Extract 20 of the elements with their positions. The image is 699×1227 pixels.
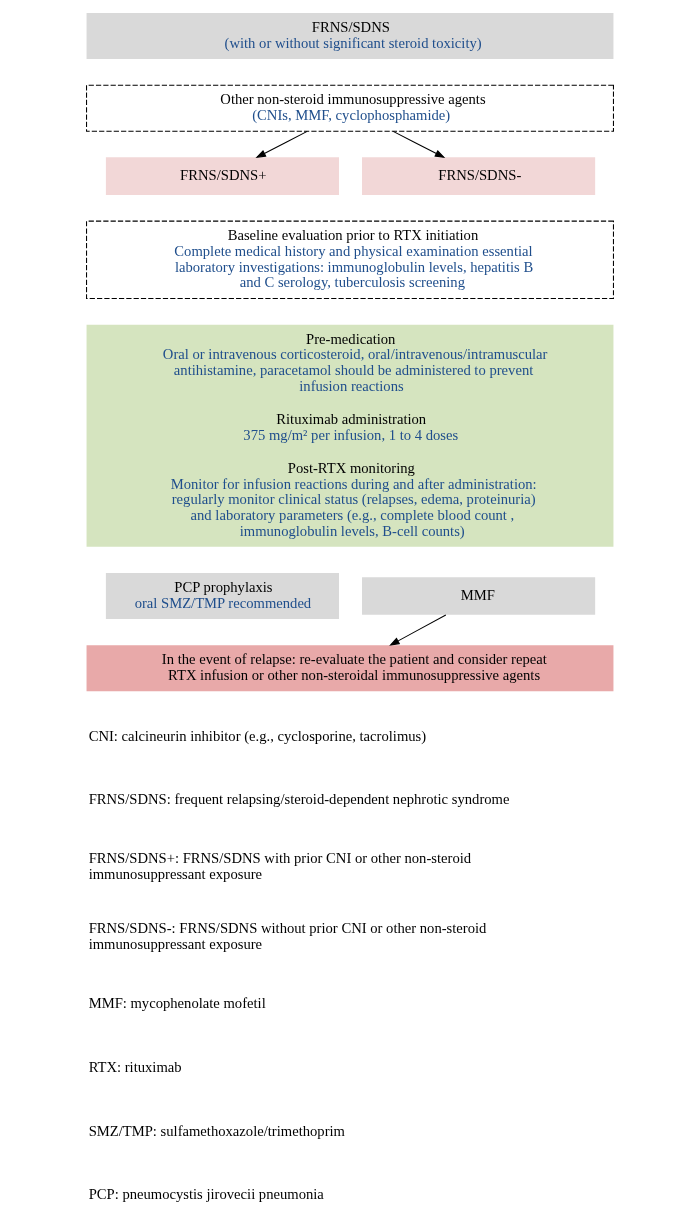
label: RTX: rituximab	[88, 1058, 182, 1075]
label: FRNS/SDNS: frequent relapsing/steroid-dependent nephrotic syndrome	[88, 791, 509, 808]
node-box: Baseline evaluation prior to RTX initiation Complete medical history and physical examination essential laboratory investigations: immunoglobulin levels, hepatitis B and C serology, tuberculosis screening	[85, 220, 614, 300]
node-box: FRNS/SDNS+	[105, 157, 339, 195]
node-box: In the event of relapse: re-evaluate the patient and consider repeat RTX infusion or other non-steroidal immunosuppressive agents	[86, 645, 613, 692]
arrow	[255, 130, 308, 159]
label: CNI: calcineurin inhibitor (e.g., cyclosporine, tacrolimus)	[88, 727, 426, 744]
label: FRNS/SDNS-: FRNS/SDNS without prior CNI or other non-steroid immunosuppressant exposure	[88, 919, 486, 952]
label: MMF: mycophenolate mofetil	[88, 995, 266, 1012]
label: PCP: pneumocystis jirovecii pneumonia	[88, 1186, 324, 1203]
node-box: PCP prophylaxis oral SMZ/TMP recommended	[105, 573, 339, 620]
node-box: FRNS/SDNS (with or without significant steroid toxicity)	[86, 13, 613, 60]
label: FRNS/SDNS+: FRNS/SDNS with prior CNI or other non-steroid immunosuppressant exposure	[88, 849, 471, 882]
arrow	[392, 130, 445, 159]
label: SMZ/TMP: sulfamethoxazole/trimethoprim	[88, 1122, 345, 1139]
arrow	[388, 614, 446, 646]
node-box: Pre-medication Oral or intravenous corticosteroid, oral/intravenous/intramuscular antihistamine, paracetamol should be administered to prevent infusion reactions Rituximab administration 375 mg/m² per infusion, 1 to 4 doses Post-RTX monitoring Monitor for infusion reactions during and after administration: regularly monitor clinical status (relapses, edema, proteinuria) and laboratory parameters (e.g., complete blood count , immunoglobulin levels, B-cell counts)	[86, 324, 613, 547]
node-box: MMF	[361, 577, 595, 615]
node-box: FRNS/SDNS-	[361, 157, 595, 195]
node-box: Other non-steroid immunosuppressive agents (CNIs, MMF, cyclophosphamide)	[85, 84, 614, 132]
